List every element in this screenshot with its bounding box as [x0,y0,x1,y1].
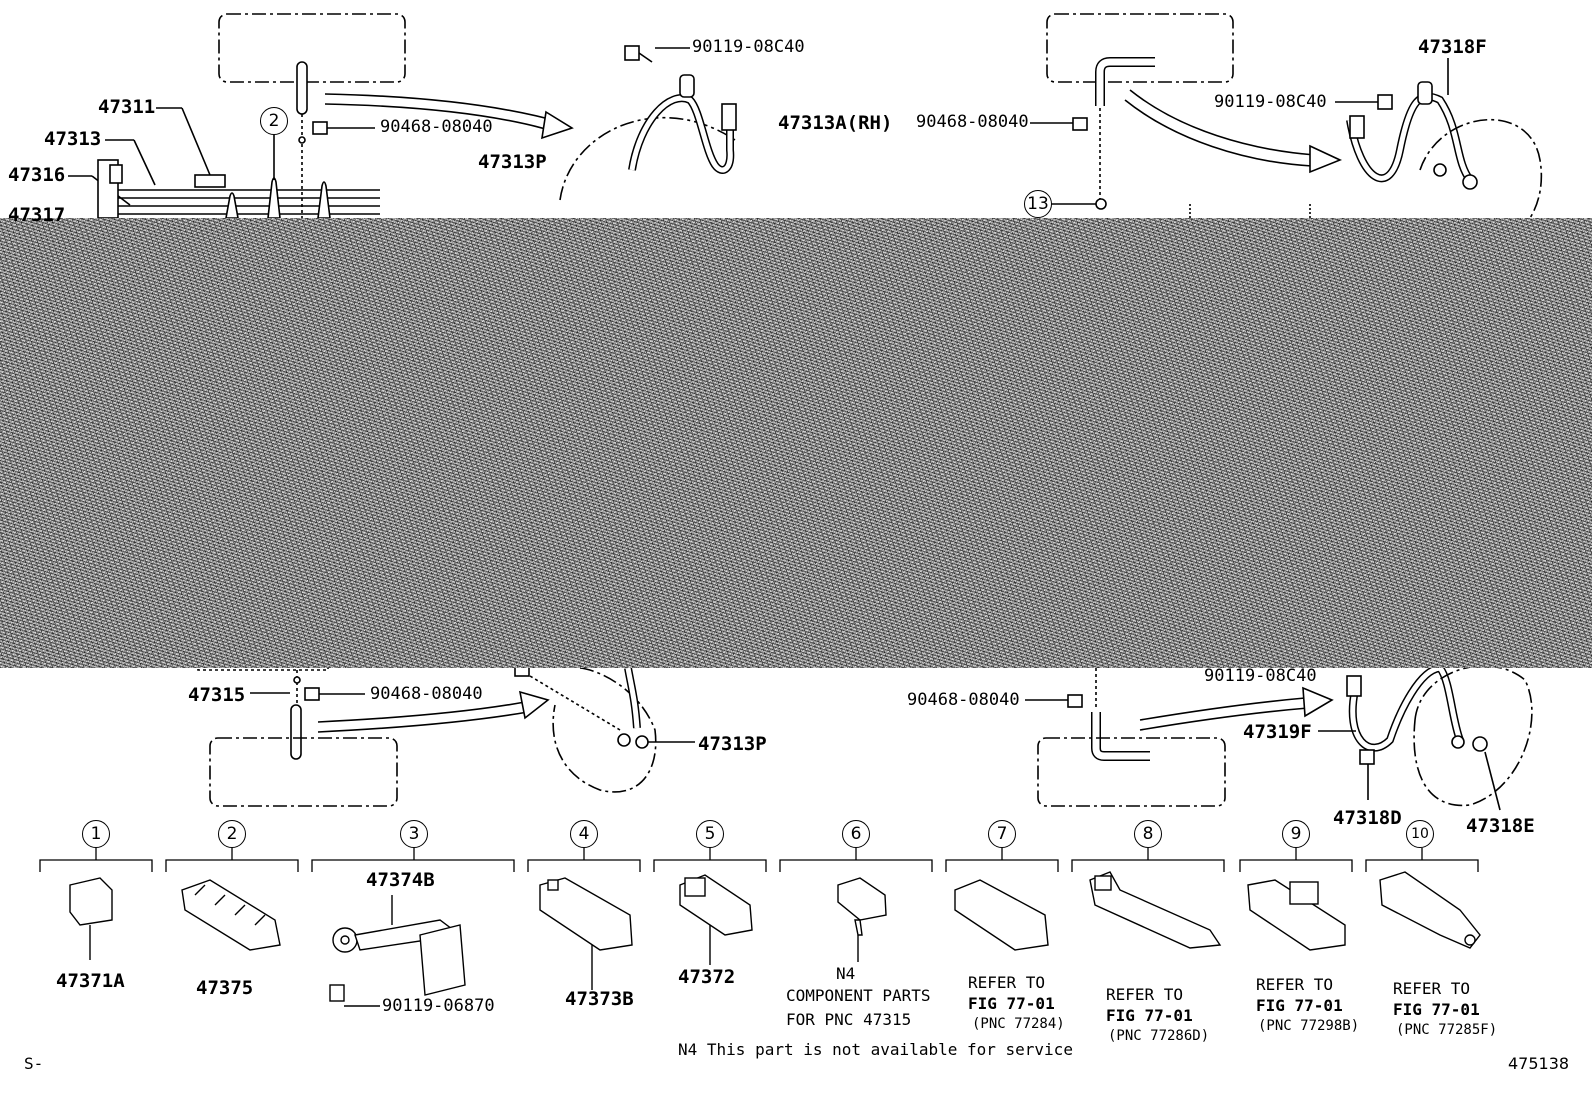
callout-3: 3 [400,820,428,848]
part-90468-08040-upper-right: 90468-08040 [916,112,1029,132]
corner-mark: S- [24,1054,44,1073]
noise-occlusion-band [0,218,1592,668]
callout-13: 13 [1024,190,1052,218]
clamp-brackets [39,848,1479,872]
callout-2: 2 [218,820,246,848]
note-9-line3: (PNC 77298B) [1258,1018,1360,1034]
top-left-component-outline [218,13,406,83]
footnote-n4: N4 This part is not available for servic… [678,1040,1073,1059]
part-47319F-label: 47319F [1243,721,1312,743]
note-9-line2: FIG 77-01 [1256,996,1343,1015]
part-47316-label: 47316 [8,164,66,186]
part-90119-08C40-upper-left: 90119-08C40 [692,37,805,57]
figure-id: 475138 [1508,1054,1570,1073]
part-47317-label: 47317 [8,204,66,226]
part-47313A-RH-label: 47313A(RH) [778,112,893,134]
note-8-line3: (PNC 77286D) [1108,1028,1210,1044]
part-90119-08C40-upper-right: 90119-08C40 [1214,92,1327,112]
note-6-line1: N4 [836,964,856,983]
note-10-line3: (PNC 77285F) [1396,1022,1498,1038]
part-47375-label: 47375 [196,977,254,999]
part-47372-label: 47372 [678,966,736,988]
part-47313P-upper-label: 47313P [478,151,547,173]
note-7-line3: (PNC 77284) [972,1016,1065,1032]
part-90468-08040-lower-right: 90468-08040 [907,690,1020,710]
note-8-line2: FIG 77-01 [1106,1006,1193,1025]
part-47318E-label: 47318E [1466,815,1535,837]
part-90119-08C40-lower-right: 90119-08C40 [1204,666,1317,686]
pipe-top-left [296,61,308,115]
callout-2-upper: 2 [260,107,288,135]
part-47313P-lower-label: 47313P [698,733,767,755]
note-7-line1: REFER TO [968,973,1046,992]
callout-9: 9 [1282,820,1310,848]
callout-8: 8 [1134,820,1162,848]
callout-4: 4 [570,820,598,848]
note-10-line1: REFER TO [1393,979,1471,998]
part-47374B-label: 47374B [366,869,435,891]
callout-5: 5 [696,820,724,848]
note-6-line3: FOR PNC 47315 [786,1010,912,1029]
note-7-line2: FIG 77-01 [968,994,1055,1013]
part-47318F-label: 47318F [1418,36,1487,58]
clamp-shapes [69,871,1481,1007]
part-47318D-label: 47318D [1333,807,1402,829]
callout-7: 7 [988,820,1016,848]
note-8-line1: REFER TO [1106,985,1184,1004]
note-9-line1: REFER TO [1256,975,1334,994]
note-6-line2: COMPONENT PARTS [786,986,931,1005]
part-47315-label: 47315 [188,684,246,706]
part-47373B-label: 47373B [565,988,634,1010]
callout-1: 1 [82,820,110,848]
part-47313-label: 47313 [44,128,102,150]
arrow-top-left [324,93,561,123]
callout-10: 10 [1406,820,1434,848]
part-47371A-label: 47371A [56,970,125,992]
callout-6: 6 [842,820,870,848]
part-90468-08040-lower-left: 90468-08040 [370,684,483,704]
part-90119-06870-label: 90119-06870 [382,996,495,1016]
note-10-line2: FIG 77-01 [1393,1000,1480,1019]
part-47311-label: 47311 [98,96,156,118]
part-90468-08040-upper-left: 90468-08040 [380,117,493,137]
